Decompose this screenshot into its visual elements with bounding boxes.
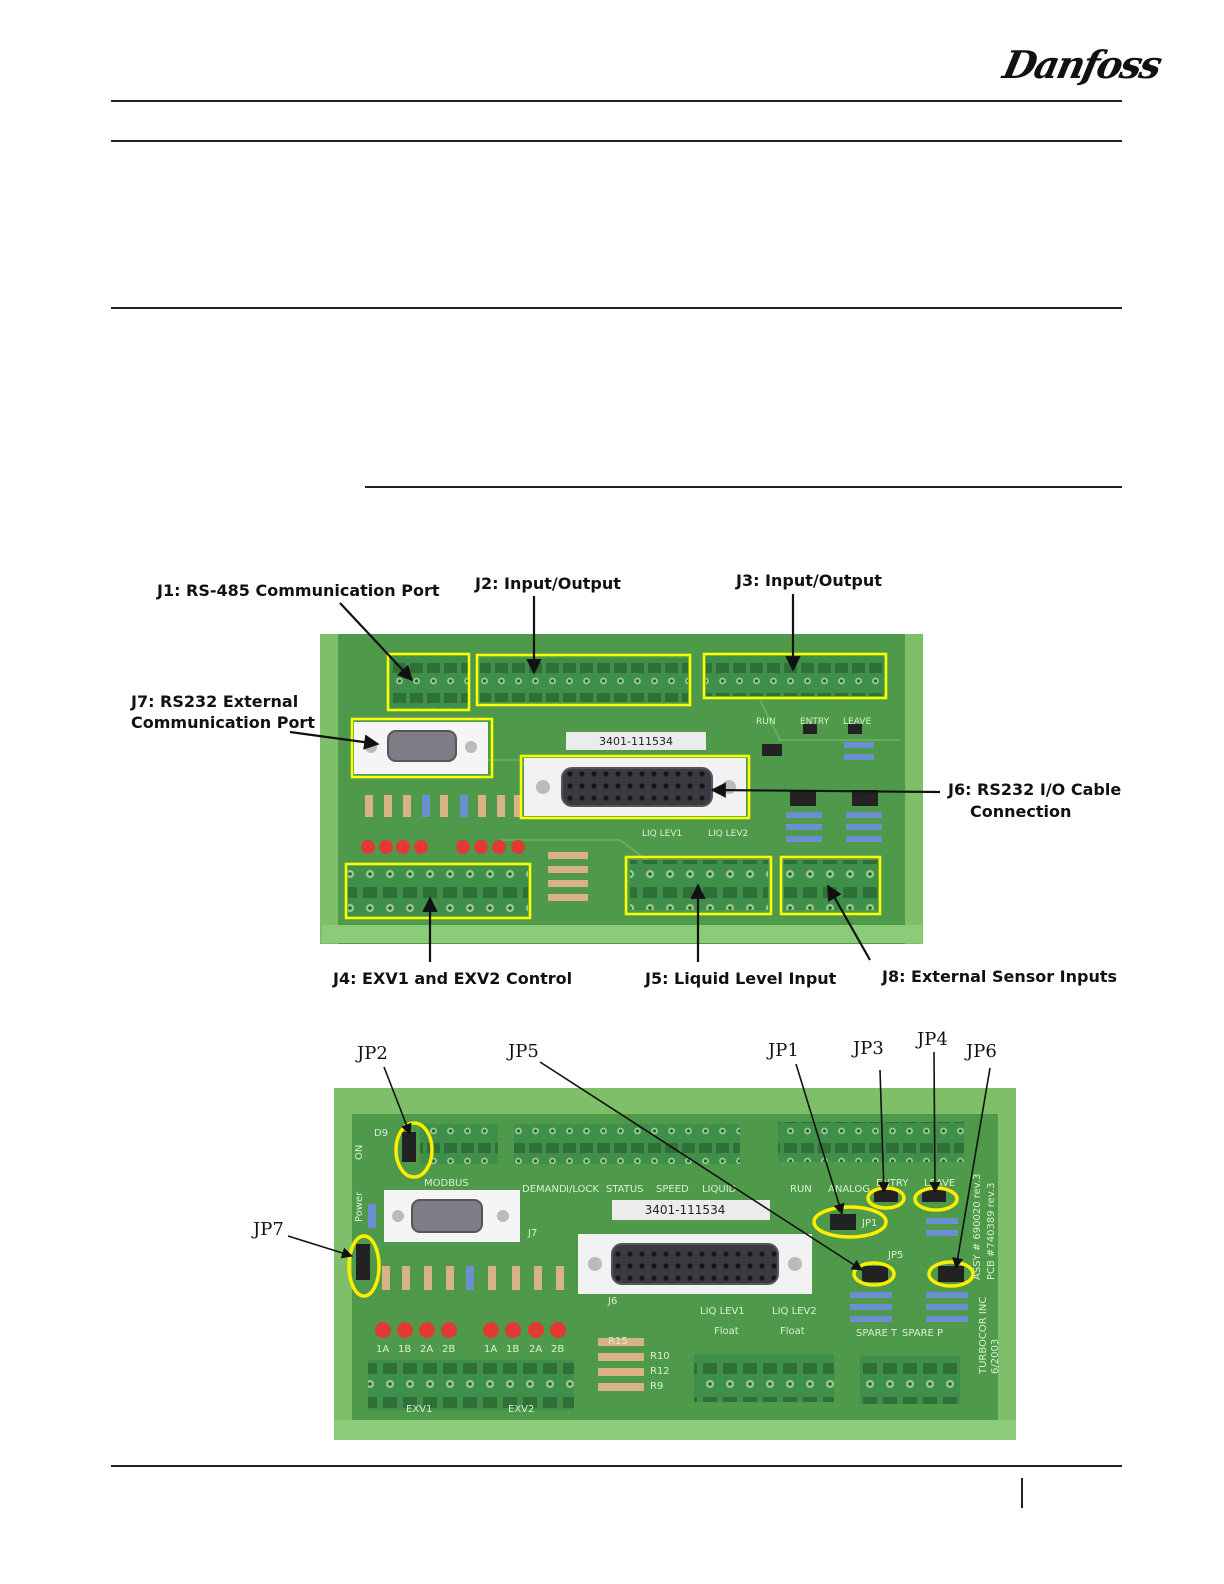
silk-liq-lev2-a: LIQ LEV2 <box>708 829 748 839</box>
board-photo-2: 3401-111534 Power ON D9 <box>334 1088 1016 1440</box>
callout-arrows-2 <box>287 1051 991 1271</box>
silk-maker: TURBOCOR INC <box>978 1297 989 1375</box>
silk-exv2: EXV2 <box>508 1404 534 1415</box>
callout-j2: J2: Input/Output <box>475 574 621 593</box>
label-jp1: JP1 <box>768 1040 799 1061</box>
silk-2a-a: 2A <box>420 1344 433 1355</box>
label-jp5: JP5 <box>508 1041 539 1062</box>
highlight-j2 <box>475 653 692 707</box>
ring-jp5 <box>852 1261 896 1287</box>
silk-leave-a: LEAVE <box>843 717 871 727</box>
silk-liquid: LIQUID <box>702 1184 737 1195</box>
callout-arrows-1 <box>289 594 941 962</box>
highlight-j7 <box>350 717 494 779</box>
silk-2a-b: 2A <box>529 1344 542 1355</box>
silk-entry-a: ENTRY <box>800 717 830 727</box>
label-jp3: JP3 <box>853 1038 884 1059</box>
silk-j7: J7 <box>527 1228 537 1239</box>
highlight-j4 <box>344 862 532 920</box>
ring-jp7 <box>347 1234 381 1298</box>
callout-j6-line2: Connection <box>970 802 1072 821</box>
section-rule-3 <box>365 486 1122 488</box>
highlight-j3 <box>702 652 888 700</box>
silk-run-b: RUN <box>790 1184 812 1195</box>
silk-pcb: PCB #740389 rev.3 <box>986 1182 997 1280</box>
highlight-j8 <box>779 855 882 916</box>
silk-r9: R9 <box>650 1381 663 1392</box>
silk-liq-lev1-a: LIQ LEV1 <box>642 829 682 839</box>
footer-rule <box>111 1465 1122 1467</box>
silk-j6: J6 <box>607 1296 617 1307</box>
section-rule-1 <box>111 140 1122 142</box>
silk-exv1: EXV1 <box>406 1404 432 1415</box>
silk-date: 6/2003 <box>990 1339 1001 1374</box>
silk-analog: ANALOG <box>828 1184 870 1195</box>
silk-on: ON <box>354 1145 365 1160</box>
silk-status: STATUS <box>606 1184 644 1195</box>
silk-entry-b: ENTRY <box>876 1178 909 1189</box>
silk-ilock: I/LOCK <box>566 1184 599 1195</box>
callout-j5: J5: Liquid Level Input <box>645 969 837 988</box>
silk-liq-lev2-b: LIQ LEV2 <box>772 1306 817 1317</box>
silk-spare-t: SPARE T <box>856 1328 898 1339</box>
callout-j3: J3: Input/Output <box>736 571 882 590</box>
callout-j8: J8: External Sensor Inputs <box>882 967 1118 986</box>
silk-1b-b: 1B <box>506 1344 519 1355</box>
label-jp6: JP6 <box>966 1041 997 1062</box>
silk-float-1: Float <box>714 1326 739 1337</box>
silk-speed: SPEED <box>656 1184 689 1195</box>
callout-j7-line2: Communication Port <box>131 713 315 732</box>
board-photo-1: 3401-111534 LIQ LEV1 LIQ LEV2 RUN ENTRY … <box>320 634 923 944</box>
silk-1a-a: 1A <box>376 1344 389 1355</box>
silk-r10: R10 <box>650 1351 670 1362</box>
callout-j6-line1: J6: RS232 I/O Cable <box>948 780 1122 799</box>
silk-assy: ASSY # 690020 rev.3 <box>972 1174 983 1280</box>
ring-jp1 <box>812 1205 888 1239</box>
silk-1a-b: 1A <box>484 1344 497 1355</box>
ring-jp2 <box>394 1121 434 1179</box>
label-jp2: JP2 <box>357 1043 388 1064</box>
ring-jp6 <box>927 1260 975 1288</box>
serial-label-1: 3401-111534 <box>599 735 673 748</box>
silk-d9: D9 <box>374 1128 388 1139</box>
callout-j4: J4: EXV1 and EXV2 Control <box>333 969 573 988</box>
silk-2b-b: 2B <box>551 1344 564 1355</box>
silk-run-a: RUN <box>756 717 776 727</box>
highlight-j6 <box>519 754 751 820</box>
label-jp7: JP7 <box>253 1219 284 1240</box>
silk-r12: R12 <box>650 1366 670 1377</box>
header-rule <box>111 100 1122 102</box>
silk-jp5: JP5 <box>887 1250 903 1261</box>
section-rule-2 <box>111 307 1122 309</box>
silk-r15: R15 <box>608 1336 628 1347</box>
silk-demand: DEMAND <box>522 1184 567 1195</box>
callout-j7-line1: J7: RS232 External <box>131 692 299 711</box>
silk-liq-lev1-b: LIQ LEV1 <box>700 1306 745 1317</box>
silk-jp1: JP1 <box>861 1218 877 1229</box>
silk-spare-p: SPARE P <box>902 1328 943 1339</box>
silk-1b-a: 1B <box>398 1344 411 1355</box>
serial-label-2: 3401-111534 <box>645 1203 726 1217</box>
silk-2b-a: 2B <box>442 1344 455 1355</box>
callout-j1: J1: RS-485 Communication Port <box>157 581 440 600</box>
highlight-j1 <box>386 652 471 712</box>
silk-power: Power <box>354 1191 365 1222</box>
page-number-divider <box>1021 1478 1023 1508</box>
silk-float-2: Float <box>780 1326 805 1337</box>
label-jp4: JP4 <box>917 1029 948 1050</box>
silk-modbus: MODBUS <box>424 1178 469 1189</box>
